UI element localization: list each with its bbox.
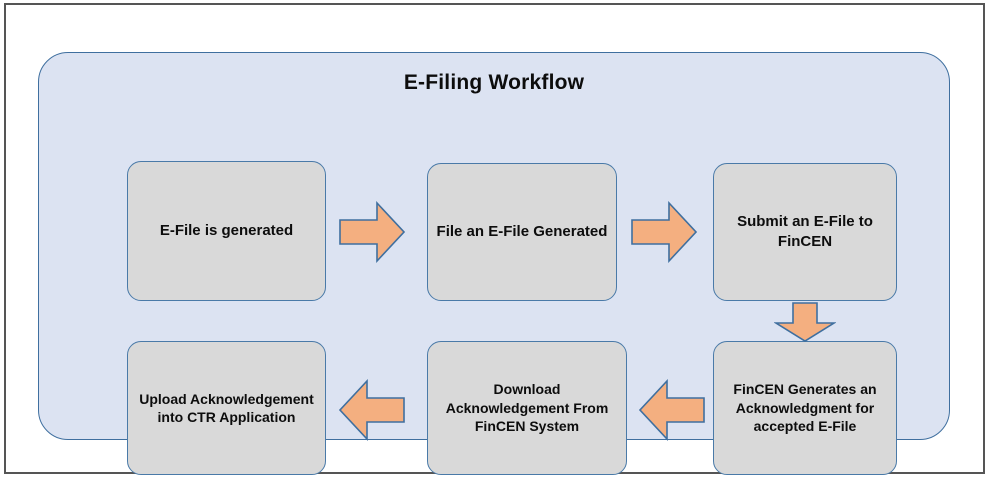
process-box-label: File an E-File Generated [436, 223, 608, 241]
arrow-down-icon [774, 302, 836, 342]
workflow-title: E-Filing Workflow [403, 71, 585, 94]
process-box-download-acknowledgement[interactable]: Download Acknowledgement From FinCEN Sys… [427, 341, 627, 475]
arrow-right-icon [631, 201, 697, 263]
workflow-container: E-Filing Workflow E-File is generated Fi… [38, 52, 950, 475]
process-box-e-file-is-generated[interactable]: E-File is generated [127, 161, 326, 301]
process-box-upload-acknowledgement[interactable]: Upload Acknowledgement into CTR Applicat… [127, 341, 326, 475]
process-box-label: E-File is generated [159, 222, 294, 240]
process-box-fincen-generates-acknowledgment[interactable]: FinCEN Generates an Acknowledgment for a… [713, 341, 897, 475]
process-box-label: Download Acknowledgement From FinCEN Sys… [445, 381, 609, 435]
arrow-right-icon [339, 201, 405, 263]
arrow-left-icon [339, 379, 405, 441]
process-box-file-an-e-file-generated[interactable]: File an E-File Generated [427, 163, 617, 301]
process-box-label: FinCEN Generates an Acknowledgment for a… [733, 381, 877, 435]
process-box-label: Upload Acknowledgement into CTR Applicat… [139, 390, 314, 425]
process-box-label: Submit an E-File to FinCEN [737, 213, 873, 250]
arrow-left-icon [639, 379, 705, 441]
process-box-submit-an-e-file-to-fincen[interactable]: Submit an E-File to FinCEN [713, 163, 897, 301]
